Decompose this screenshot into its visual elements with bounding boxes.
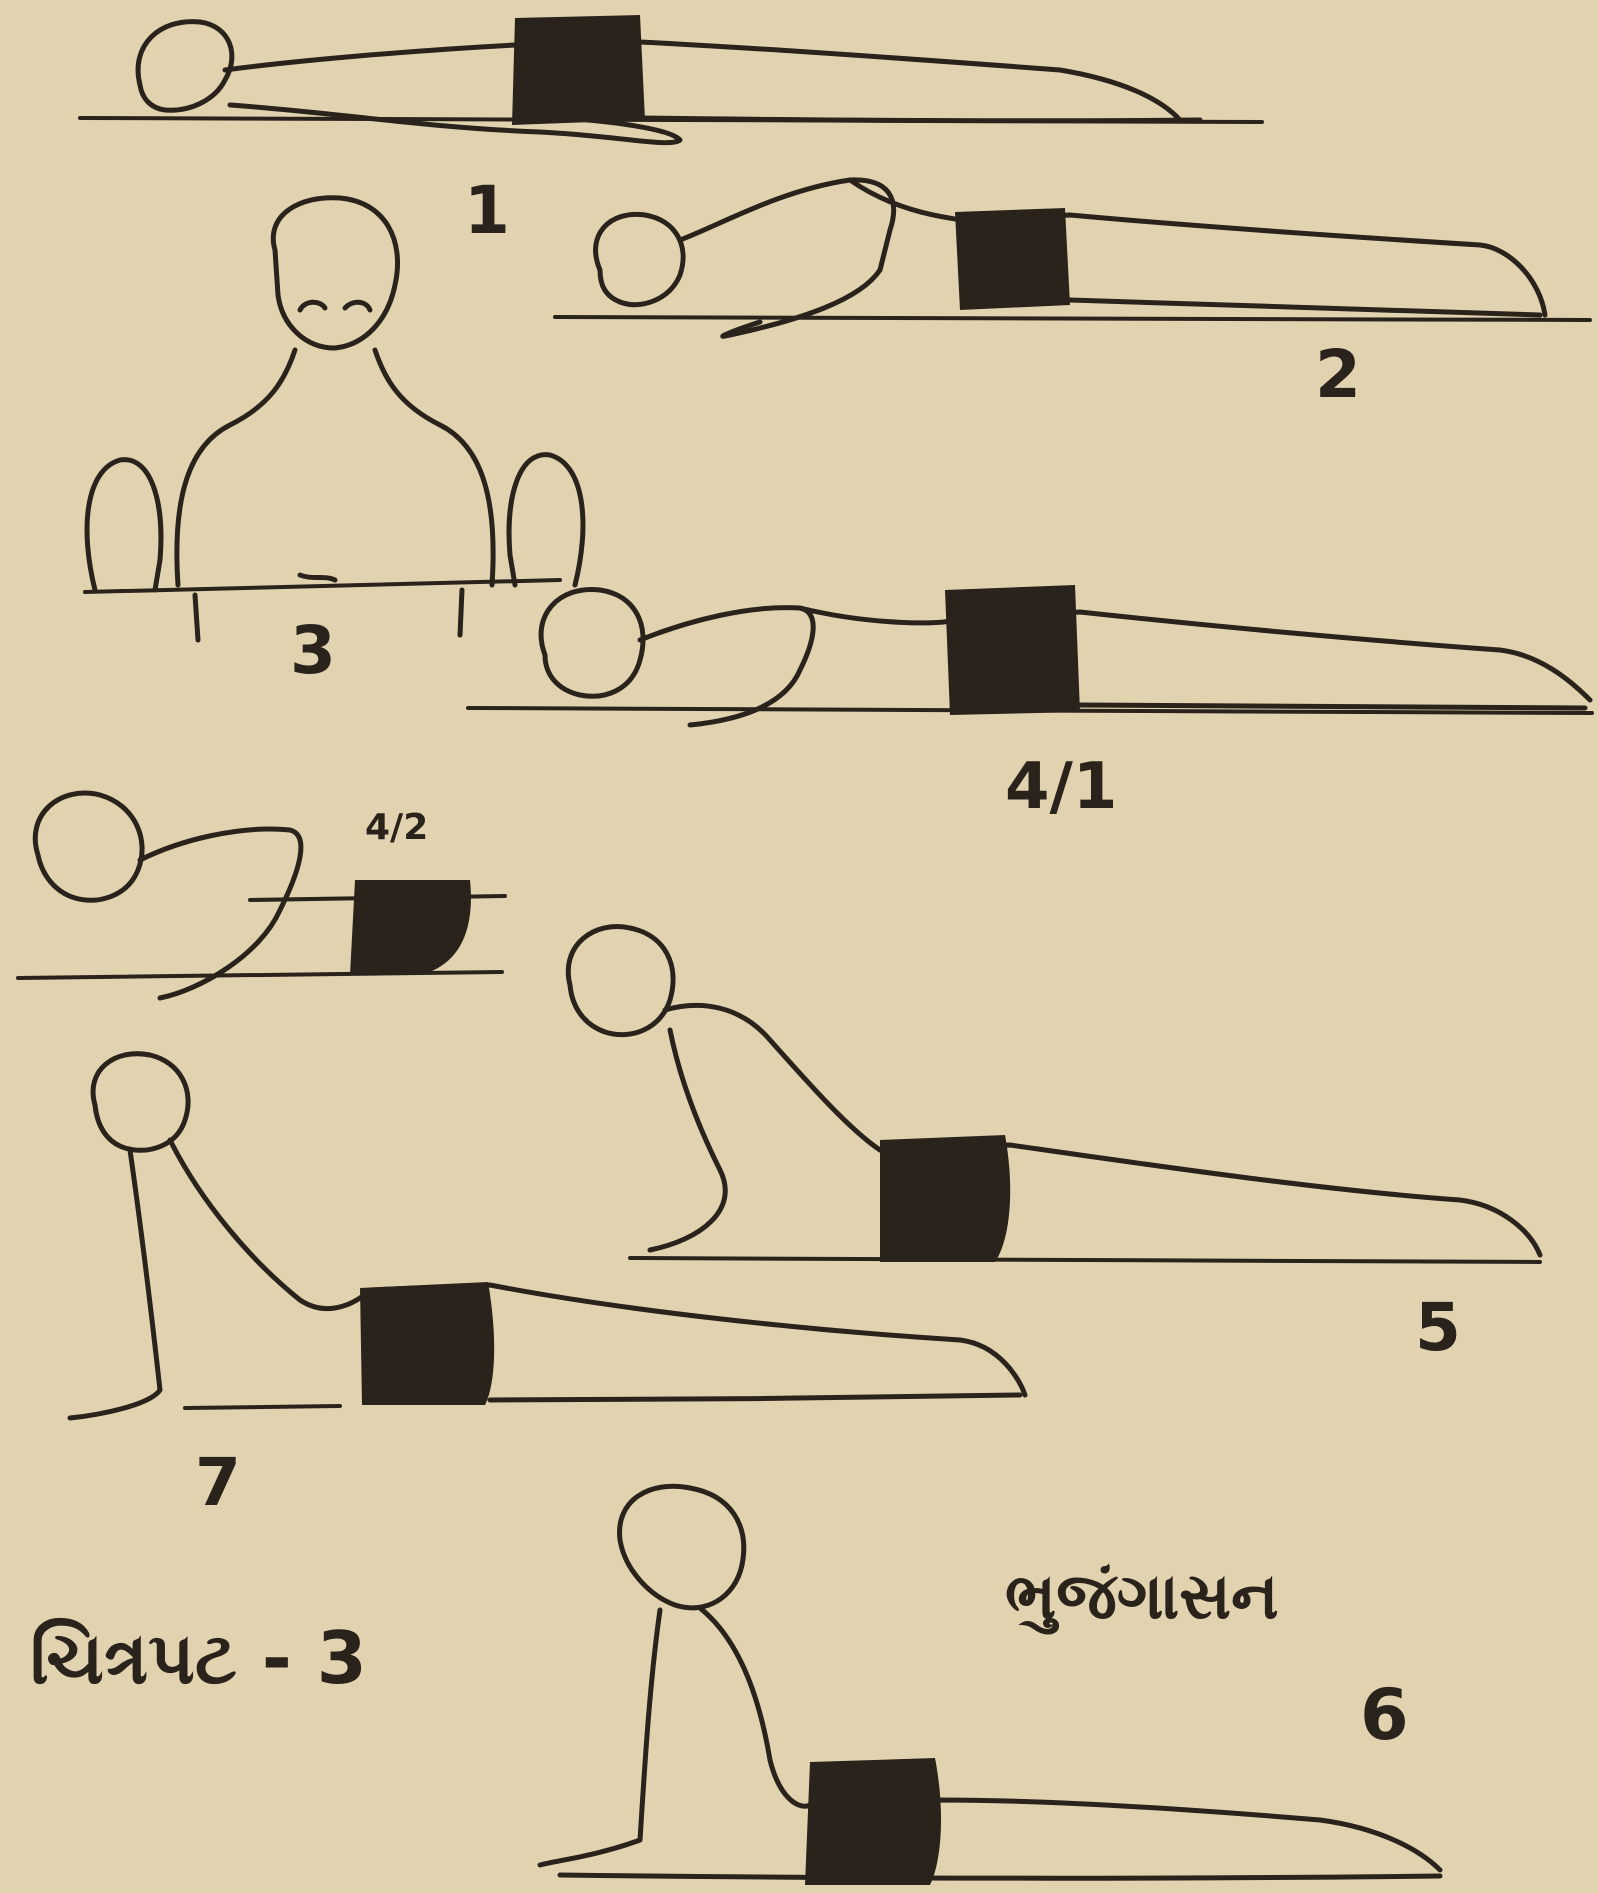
step-label-4-1: 4/1 — [1005, 755, 1117, 819]
plate-title: ચિત્રપટ - 3 — [30, 1622, 367, 1694]
step-label-5: 5 — [1415, 1295, 1461, 1361]
step-label-3: 3 — [290, 618, 336, 684]
step-label-4-2: 4/2 — [365, 810, 428, 846]
step-label-2: 2 — [1315, 342, 1361, 408]
step-label-1: 1 — [464, 178, 510, 244]
step-label-6: 6 — [1360, 1680, 1409, 1750]
asana-name: ભુજંગાસન — [1005, 1565, 1279, 1629]
step-label-7: 7 — [195, 1450, 241, 1516]
